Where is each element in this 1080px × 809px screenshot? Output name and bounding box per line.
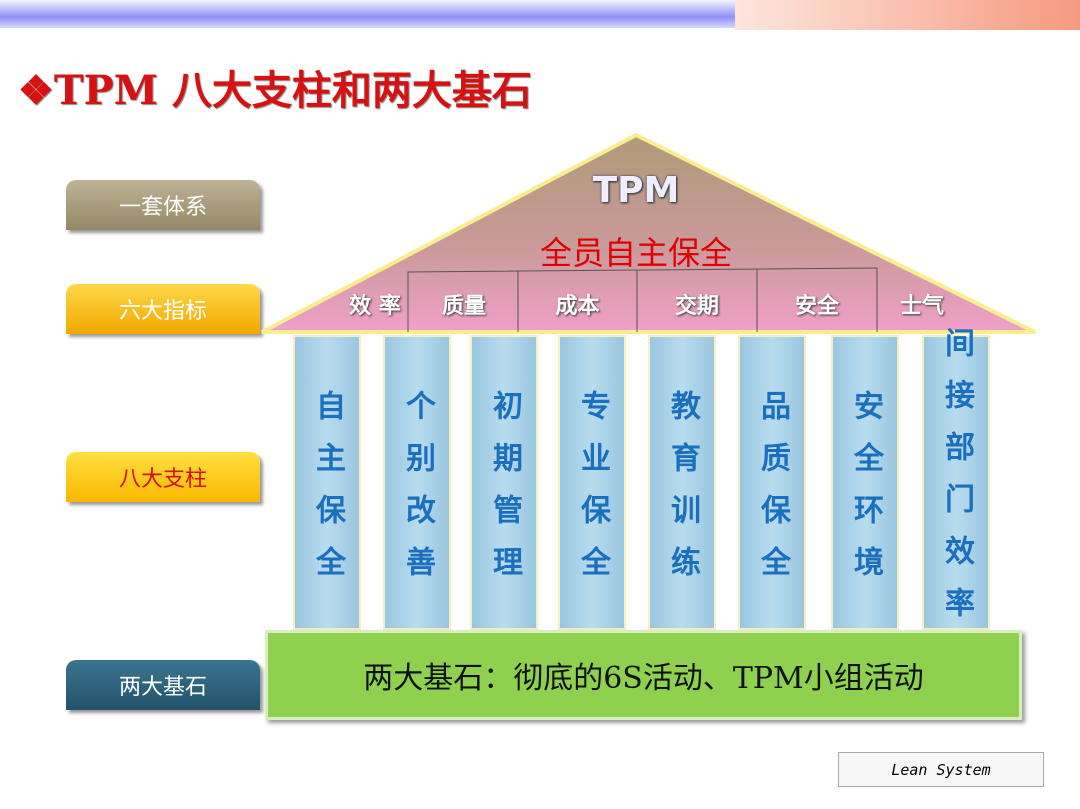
pillar-label: 初期管理 [487,389,522,598]
roof-subtitle: 全员自主保全 [539,234,732,272]
label-pillars: 八大支柱 [66,452,260,502]
pillar-label: 自主保全 [310,389,345,598]
label-system: 一套体系 [66,180,260,230]
indicator-cost: 成本 [555,294,600,319]
pillar-7: 安全环境 [831,335,899,630]
indicator-efficiency: 效 率 [349,294,401,319]
pillar-4: 专业保全 [558,335,626,630]
pillar-label: 安全环境 [848,389,883,598]
pillar-2: 个别改善 [383,335,451,630]
pillar-1: 自主保全 [293,335,361,630]
indicator-quality: 质量 [441,294,486,319]
pillar-3: 初期管理 [470,335,538,630]
header-bar [0,0,735,28]
pillar-label: 教育训练 [665,389,700,598]
pillar-5: 教育训练 [648,335,716,630]
page-title: ❖TPM 八大支柱和两大基石 [18,67,532,114]
pillar-label: 品质保全 [755,389,790,598]
roof [261,132,1036,334]
label-foundation: 两大基石 [66,660,260,710]
pillar-label: 间接部门效率 [939,326,974,639]
indicator-morale: 士气 [899,294,944,319]
indicator-delivery: 交期 [674,294,719,319]
pillar-label: 专业保全 [575,389,610,598]
pillar-8: 间接部门效率 [922,327,990,639]
foundation: 两大基石：彻底的6S活动、TPM小组活动 [265,630,1022,720]
header-bar-accent [735,0,1080,30]
footer-label: Lean System [838,752,1044,787]
roof-title: TPM [592,170,680,211]
label-indicators: 六大指标 [66,284,260,334]
pillar-label: 个别改善 [400,389,435,598]
pillar-6: 品质保全 [738,335,806,630]
indicator-safety: 安全 [794,294,839,319]
